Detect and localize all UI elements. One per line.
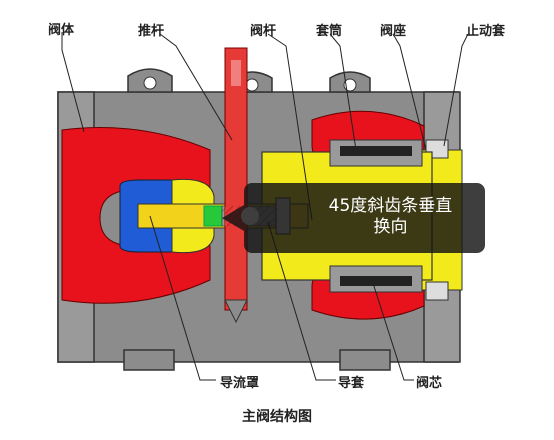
- label-valve-stem: 阀杆: [250, 24, 277, 39]
- leader-lines: [61, 32, 469, 381]
- label-valve-core: 阀芯: [416, 376, 443, 391]
- tooltip-line-2: 换向: [373, 217, 408, 237]
- label-guide-sleeve: 导套: [338, 376, 365, 391]
- label-flow-guide-cover: 导流罩: [220, 376, 260, 391]
- annotation-tooltip: 45度斜齿条垂直 换向: [222, 183, 485, 253]
- diagram-caption: 主阀结构图: [242, 409, 312, 425]
- tooltip-text: 45度斜齿条垂直 换向: [304, 196, 477, 238]
- tooltip-line-1: 45度斜齿条垂直: [328, 196, 453, 216]
- push-rod-shape: [224, 47, 248, 324]
- label-valve-seat: 阀座: [380, 24, 407, 39]
- label-push-rod: 推杆: [138, 24, 165, 39]
- tooltip-arrow: [222, 205, 244, 231]
- label-valve-body: 阀体: [48, 23, 75, 38]
- label-sleeve: 套筒: [316, 24, 343, 39]
- label-anti-rotation-sleeve: 止动套: [466, 24, 506, 39]
